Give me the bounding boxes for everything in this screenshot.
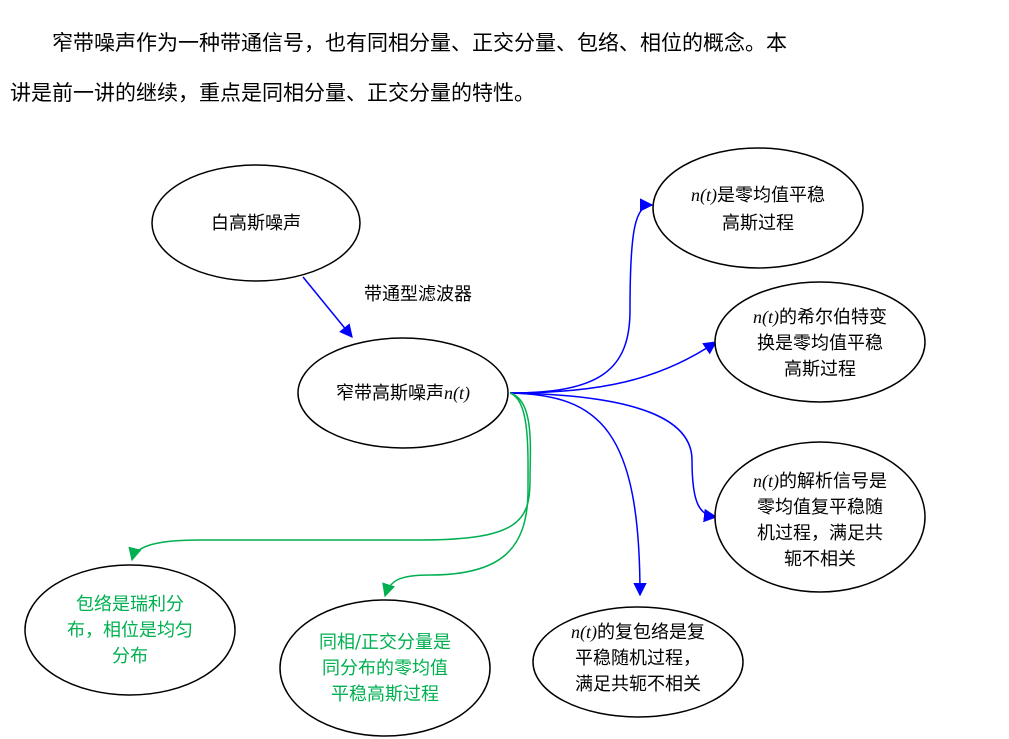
g2-line3: 平稳高斯过程 bbox=[331, 684, 439, 705]
intro-paragraph: 窄带噪声作为一种带通信号，也有同相分量、正交分量、包络、相位的概念。本 讲是前一… bbox=[10, 18, 970, 118]
intro-line-2: 讲是前一讲的继续，重点是同相分量、正交分量的特性。 bbox=[10, 81, 535, 105]
node-white-noise bbox=[151, 164, 361, 282]
edge-n3 bbox=[509, 392, 718, 523]
g1-line1: 包络是瑞利分 bbox=[76, 594, 184, 615]
edge-n2 bbox=[509, 341, 718, 394]
n4-text: 的复包络是复 bbox=[597, 622, 705, 643]
filter-label: 带通型滤波器 bbox=[364, 284, 472, 305]
n1-line2: 高斯过程 bbox=[722, 213, 794, 234]
n3-line1: n(t)的解析信号是 bbox=[753, 471, 887, 492]
n4-line1: n(t)的复包络是复 bbox=[571, 622, 705, 643]
n2-var: n(t) bbox=[753, 307, 779, 328]
edge-filter bbox=[302, 276, 353, 339]
narrowband-text: 窄带高斯噪声 bbox=[336, 383, 444, 404]
edge-n1 bbox=[509, 198, 654, 394]
n3-line2: 零均值复平稳随 bbox=[757, 497, 883, 518]
node-n3 bbox=[714, 441, 926, 593]
n3-var: n(t) bbox=[753, 471, 779, 492]
n2-text: 的希尔伯特变 bbox=[779, 307, 887, 328]
n2-line1: n(t)的希尔伯特变 bbox=[753, 307, 887, 328]
edge-n4 bbox=[509, 392, 647, 597]
n4-var: n(t) bbox=[571, 622, 597, 643]
n2-line3: 高斯过程 bbox=[784, 359, 856, 380]
node-g1 bbox=[24, 564, 236, 696]
intro-line-1: 窄带噪声作为一种带通信号，也有同相分量、正交分量、包络、相位的概念。本 bbox=[52, 31, 787, 55]
n1-var: n(t) bbox=[691, 185, 717, 206]
n1-text: 是零均值平稳 bbox=[717, 185, 825, 206]
n4-line3: 满足共轭不相关 bbox=[575, 674, 701, 695]
edge-g1 bbox=[128, 392, 532, 562]
g2-line2: 同分布的零均值 bbox=[322, 658, 448, 679]
node-n4 bbox=[532, 606, 744, 718]
n4-line2: 平稳随机过程， bbox=[575, 648, 701, 669]
g1-line3: 分布 bbox=[112, 646, 148, 667]
g1-line2: 布，相位是均匀 bbox=[67, 620, 193, 641]
n2-line2: 换是零均值平稳 bbox=[757, 333, 883, 354]
white-noise-label: 白高斯噪声 bbox=[211, 213, 301, 234]
n3-text: 的解析信号是 bbox=[779, 471, 887, 492]
edge-g2 bbox=[382, 392, 529, 598]
n3-line3: 机过程，满足共 bbox=[757, 523, 883, 544]
node-n1 bbox=[652, 147, 864, 269]
n1-line1: n(t)是零均值平稳 bbox=[691, 185, 825, 206]
narrowband-var: n(t) bbox=[444, 383, 470, 404]
node-narrowband bbox=[297, 337, 509, 449]
g2-line1: 同相/正交分量是 bbox=[319, 632, 451, 653]
narrowband-label: 窄带高斯噪声n(t) bbox=[336, 383, 470, 404]
node-n2 bbox=[714, 281, 926, 403]
n3-line4: 轭不相关 bbox=[784, 549, 856, 570]
node-g2 bbox=[279, 599, 491, 737]
